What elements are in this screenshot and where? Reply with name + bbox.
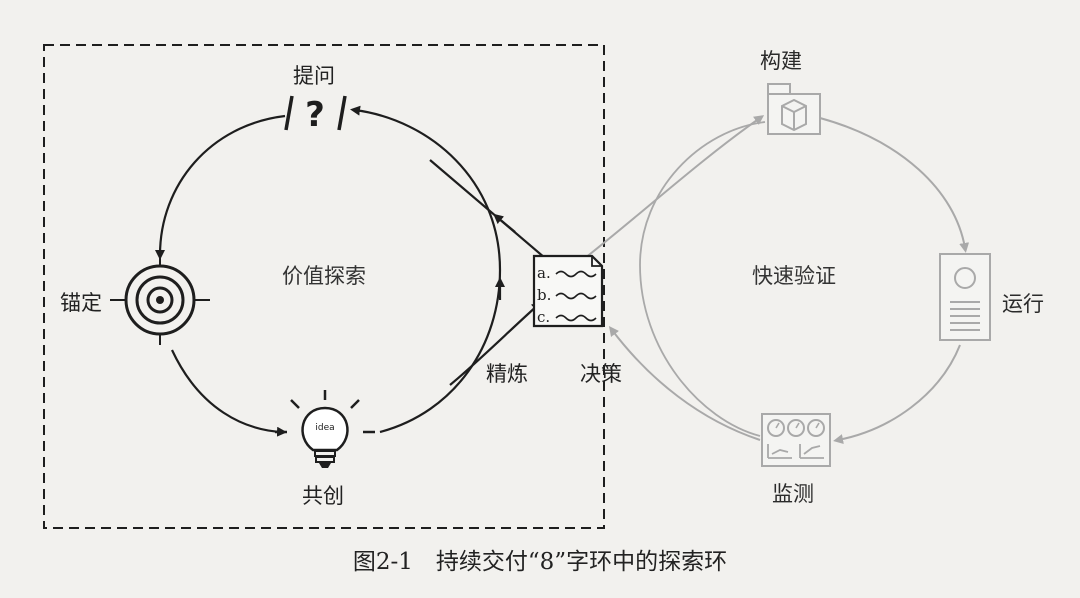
loop-center-label-explore: 价值探索 <box>282 264 366 288</box>
arc-cocreate-to-refine <box>379 269 502 434</box>
line-decision-to-ask <box>429 159 546 259</box>
target-icon <box>110 255 210 345</box>
arc-monitor-to-decision <box>608 326 761 441</box>
figure-caption: 图2-1 持续交付“8”字环中的探索环 <box>352 549 728 575</box>
arc-cocreate-to-decision <box>449 301 542 386</box>
arc-build-to-run <box>819 117 970 253</box>
svg-text:?: ? <box>305 95 325 135</box>
server-icon <box>939 253 991 341</box>
question-icon: ? <box>284 95 347 135</box>
arrow-decision-to-ask <box>493 213 516 233</box>
arc-decision-to-build <box>579 115 765 263</box>
arc-refine-to-ask <box>350 105 502 271</box>
decision-card-icon: a. b. c. <box>532 254 604 328</box>
arc-ask-to-anchor <box>155 114 286 260</box>
exploration-frame <box>43 44 605 529</box>
node-label-ask: 提问 <box>293 64 335 88</box>
loop-center-label-validate: 快速验证 <box>752 264 836 288</box>
decision-option: a. <box>537 264 551 282</box>
monitor-dashboard-icon <box>761 413 831 467</box>
arc-anchor-to-cocreate <box>171 349 287 437</box>
node-label-refine: 精炼 <box>486 362 528 386</box>
decision-option: c. <box>537 308 550 326</box>
node-label-anchor: 锚定 <box>60 291 102 315</box>
build-box-icon <box>767 83 821 135</box>
node-label-run: 运行 <box>1002 292 1044 316</box>
lightbulb-icon: idea <box>275 390 375 468</box>
arc-right-inner-bottom <box>639 264 761 437</box>
node-label-decision: 决策 <box>580 362 622 386</box>
decision-option: b. <box>537 286 551 304</box>
node-label-monitor: 监测 <box>772 482 814 506</box>
node-label-cocreate: 共创 <box>302 484 344 508</box>
bulb-text: idea <box>315 423 334 433</box>
arc-right-inner-top <box>639 121 766 266</box>
node-label-build: 构建 <box>760 49 802 73</box>
arc-run-to-monitor <box>833 344 961 444</box>
